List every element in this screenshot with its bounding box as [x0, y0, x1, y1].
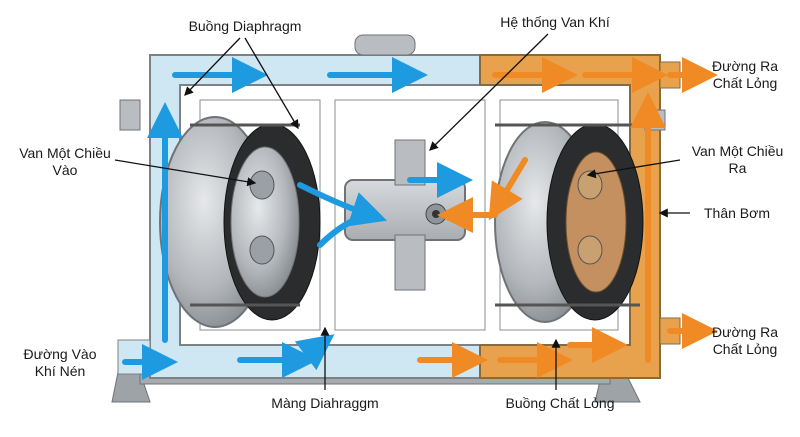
label-diaphragm-chamber: Buồng Diaphragm	[188, 18, 302, 34]
label-outlet-check-valve-line1: Van Một Chiều	[691, 143, 784, 159]
label-inlet-check-valve-line2: Vào	[52, 162, 78, 178]
label-outlet-top-line1: Đường Ra	[711, 58, 779, 74]
label-air-inlet-line1: Đường Vào	[23, 346, 97, 362]
right-diaphragm-assembly	[494, 121, 644, 323]
air-flow-arrows	[122, 57, 473, 380]
label-pump-body: Thân Bơm	[704, 205, 770, 221]
leader-lines	[114, 33, 690, 390]
label-outlet-bottom: Đường Ra Chất Lỏng	[695, 324, 795, 358]
label-diaphragm-membrane: Màng Diahraggm	[271, 395, 379, 411]
label-air-inlet-line2: Khí Nén	[34, 363, 86, 379]
label-inlet-check-valve: Van Một Chiều Vào	[10, 145, 120, 179]
label-inlet-check-valve-line1: Van Một Chiều	[19, 145, 111, 161]
label-liquid-chamber: Buồng Chất Lỏng	[505, 395, 615, 411]
label-outlet-top-line2: Chất Lỏng	[712, 75, 778, 91]
label-outlet-bottom-line2: Chất Lỏng	[712, 341, 778, 357]
label-outlet-check-valve-line2: Ra	[728, 160, 747, 176]
label-outlet-top: Đường Ra Chất Lỏng	[695, 58, 795, 92]
label-air-valve-system: Hệ thống Van Khí	[500, 14, 610, 30]
liquid-flow-arrows	[417, 57, 718, 378]
label-outlet-check-valve: Van Một Chiều Ra	[680, 143, 795, 177]
left-diaphragm-assembly	[159, 116, 321, 328]
label-air-inlet: Đường Vào Khí Nén	[5, 346, 115, 380]
label-outlet-bottom-line1: Đường Ra	[711, 324, 779, 340]
